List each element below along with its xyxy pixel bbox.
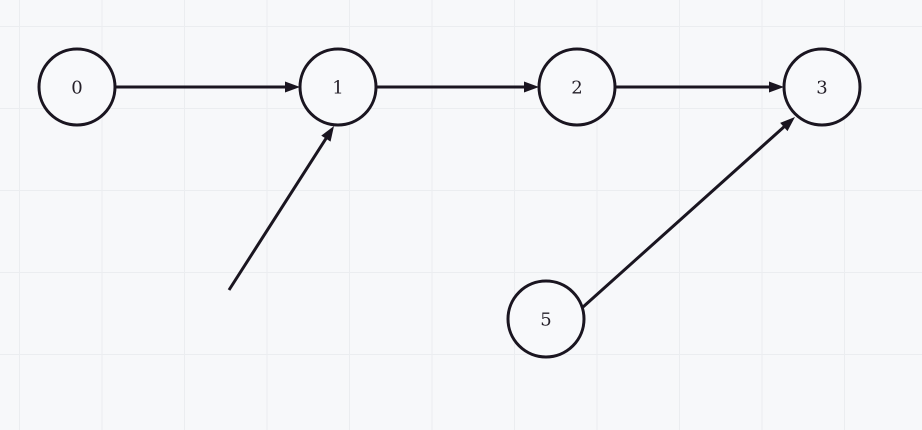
node-circle-1[interactable] xyxy=(298,47,378,127)
node-label-2: 2 xyxy=(571,78,582,99)
nodes-group: 0 1 2 3 5 xyxy=(37,47,862,359)
node-circle-2[interactable] xyxy=(537,47,617,127)
graph-node-1[interactable]: 1 xyxy=(298,47,378,127)
node-circle-3[interactable] xyxy=(782,47,862,127)
node-label-3: 3 xyxy=(816,78,827,99)
node-label-5: 5 xyxy=(540,310,551,331)
edge-arrowhead-icon xyxy=(285,81,300,93)
edge-arrowhead-icon xyxy=(769,81,784,93)
edge-line[interactable] xyxy=(581,124,787,309)
graph-node-5[interactable]: 5 xyxy=(506,279,586,359)
edges-group xyxy=(115,81,795,309)
node-label-0: 0 xyxy=(71,78,82,99)
edge-5-to-3[interactable] xyxy=(581,117,795,309)
edge-2-to-3[interactable] xyxy=(615,81,784,93)
node-circle-0[interactable] xyxy=(37,47,117,127)
edge-arrowhead-icon xyxy=(524,81,539,93)
pending-edge-arrowhead-icon xyxy=(321,126,334,142)
graph-node-0[interactable]: 0 xyxy=(37,47,117,127)
pending-edge-group xyxy=(227,126,334,291)
node-label-1: 1 xyxy=(332,78,343,99)
node-circle-5[interactable] xyxy=(506,279,586,359)
edge-arrowhead-icon xyxy=(780,117,795,132)
pending-edge-line[interactable] xyxy=(227,136,329,291)
pending-edge-to-1[interactable] xyxy=(227,126,334,291)
edge-1-to-2[interactable] xyxy=(376,81,539,93)
edge-0-to-1[interactable] xyxy=(115,81,300,93)
graph-node-2[interactable]: 2 xyxy=(537,47,617,127)
graph-node-3[interactable]: 3 xyxy=(782,47,862,127)
